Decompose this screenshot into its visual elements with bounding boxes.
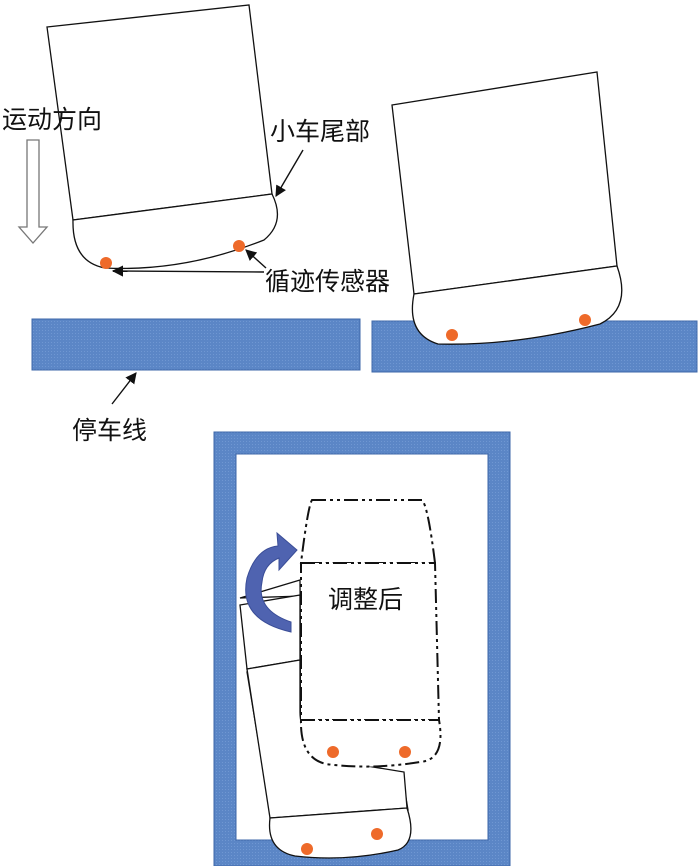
sensor-tilted-2 — [371, 828, 383, 840]
car-body-right — [391, 71, 623, 345]
tracking-sensor-label: 循迹传感器 — [265, 267, 390, 296]
sensor-right-2 — [579, 314, 591, 326]
car-body-adjusted — [299, 499, 442, 768]
car-tail-label: 小车尾部 — [270, 117, 370, 146]
motion-direction-label: 运动方向 — [2, 105, 102, 134]
sensor-pointer-1 — [245, 249, 267, 269]
down-hollow-arrow-icon — [17, 139, 49, 244]
panel-approach: 运动方向 小车尾部 循迹传感器 停车线 — [2, 4, 390, 445]
after-adjust-label: 调整后 — [328, 585, 403, 614]
car-body-left — [46, 4, 279, 270]
sensor-tilted-1 — [301, 843, 313, 855]
curved-rotate-arrow-icon — [245, 531, 298, 633]
stop-line-left — [31, 318, 361, 371]
sensor-left-1 — [100, 257, 112, 269]
stop-line-pointer — [111, 372, 137, 405]
panel-contact — [371, 71, 698, 373]
sensor-right-1 — [446, 329, 458, 341]
parking-frame — [213, 431, 511, 866]
sensor-pointer-2 — [111, 265, 265, 277]
panel-adjust: 调整后 — [213, 431, 511, 866]
car-tail-pointer — [275, 149, 304, 197]
sensor-left-2 — [233, 240, 245, 252]
stop-line-label: 停车线 — [72, 416, 147, 445]
sensor-adjusted-1 — [327, 746, 339, 758]
sensor-adjusted-2 — [399, 746, 411, 758]
